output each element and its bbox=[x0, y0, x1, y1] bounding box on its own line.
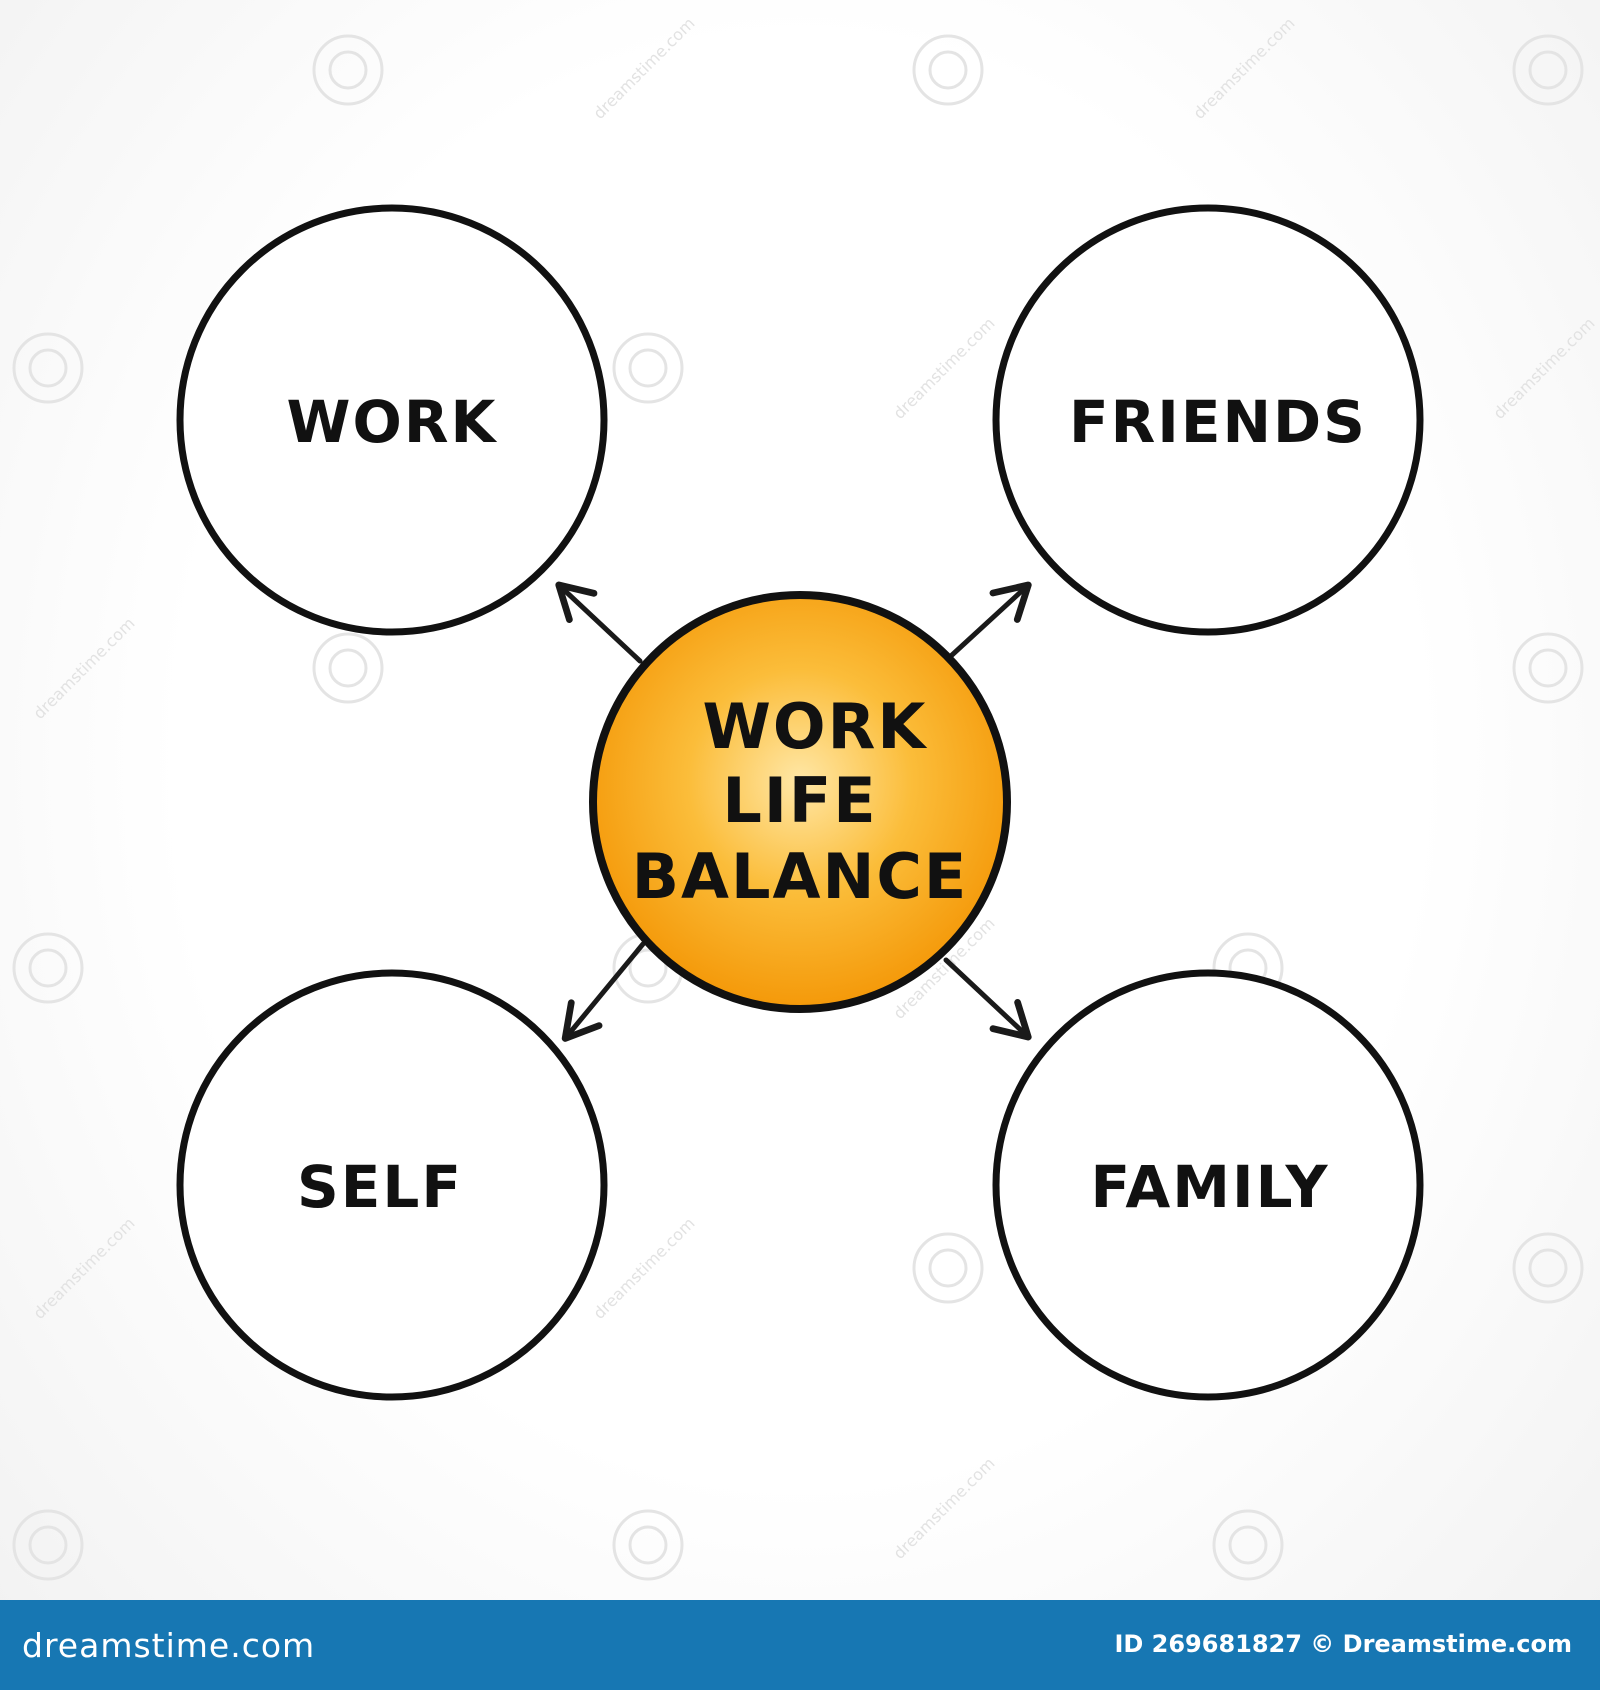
watermark-text: dreamstime.com bbox=[1189, 14, 1298, 123]
watermark-text: dreamstime.com bbox=[589, 14, 698, 123]
center-label-line-1: WORK bbox=[703, 690, 928, 763]
arrow-to-work bbox=[555, 581, 643, 664]
watermark-text: dreamstime.com bbox=[1489, 314, 1598, 423]
node-family-label: FAMILY bbox=[1090, 1153, 1329, 1221]
watermark-text: dreamstime.com bbox=[29, 1214, 138, 1323]
footer-bar: dreamstime.com ID 269681827 © Dreamstime… bbox=[0, 1600, 1600, 1690]
footer-image-id: ID 269681827 © Dreamstime.com bbox=[1114, 1630, 1572, 1658]
arrow-to-family bbox=[943, 957, 1032, 1041]
center-label-line-3: BALANCE bbox=[632, 840, 968, 913]
node-friends: FRIENDS bbox=[992, 204, 1424, 636]
watermark-text: dreamstime.com bbox=[889, 314, 998, 423]
node-self: SELF bbox=[176, 969, 608, 1401]
watermark-text: dreamstime.com bbox=[589, 1214, 698, 1323]
node-work-label: WORK bbox=[287, 388, 498, 456]
center-label-line-2: LIFE bbox=[722, 764, 877, 837]
footer-logo[interactable]: dreamstime.com bbox=[22, 1626, 316, 1665]
node-self-label: SELF bbox=[297, 1153, 463, 1221]
mind-map-diagram: dreamstime.com dreamstime.com dreamstime… bbox=[12, 14, 1599, 1581]
node-friends-label: FRIENDS bbox=[1069, 388, 1367, 456]
arrow-to-friends bbox=[937, 581, 1032, 669]
arrow-to-self bbox=[561, 941, 646, 1042]
center-node: WORK LIFE BALANCE bbox=[589, 591, 1011, 1013]
watermark-text: dreamstime.com bbox=[29, 614, 138, 723]
watermark-text: dreamstime.com bbox=[889, 1454, 998, 1563]
node-family: FAMILY bbox=[992, 969, 1424, 1401]
node-work: WORK bbox=[176, 204, 608, 636]
